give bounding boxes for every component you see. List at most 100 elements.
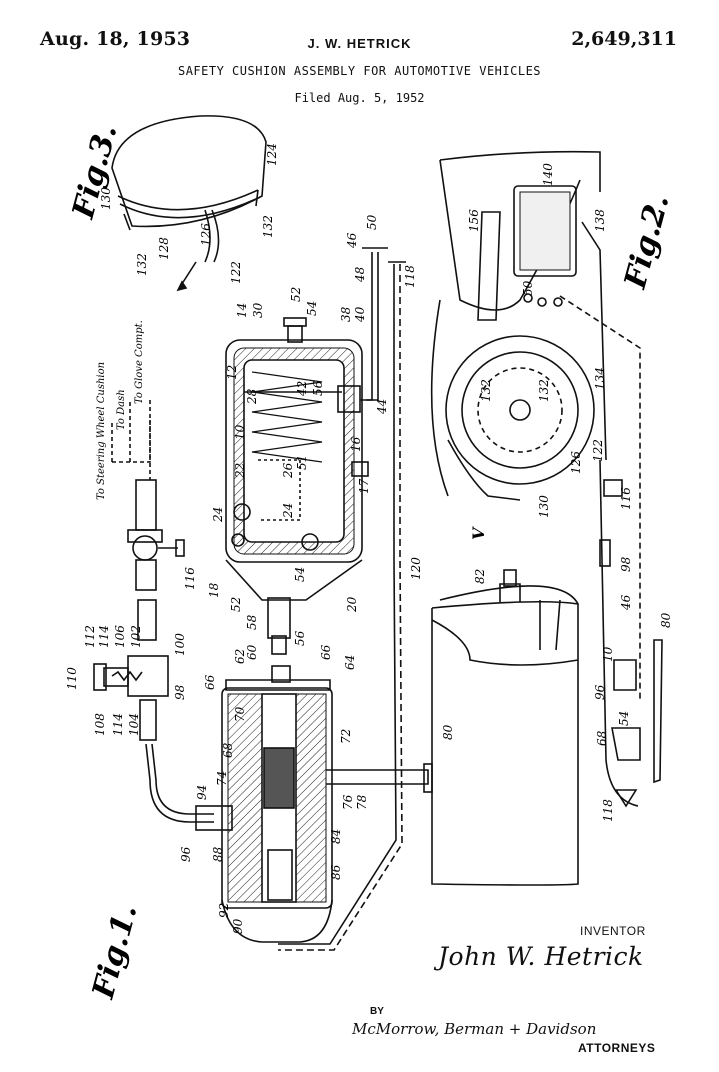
ref-128: 128 — [157, 237, 171, 260]
ref-78: 78 — [355, 794, 369, 810]
ref-10: 10 — [233, 424, 247, 440]
fig2-ref-V: V — [469, 526, 488, 540]
ref-38: 38 — [339, 306, 353, 322]
ref-18: 18 — [207, 582, 221, 598]
patent-date: Aug. 18, 1953 — [40, 28, 191, 50]
ref-88: 88 — [211, 846, 225, 862]
attorney-firm: McMorrow, Berman + Davidson — [352, 1020, 597, 1038]
fig2-ref-46: 46 — [619, 594, 633, 611]
ref-74: 74 — [215, 771, 229, 786]
fig2-ref-98: 98 — [619, 556, 633, 572]
gas-tank — [431, 569, 579, 886]
ref-58: 58 — [245, 614, 259, 630]
fig2-label: Fig.2. — [618, 191, 677, 293]
ref-14: 14 — [235, 303, 249, 318]
ref-66b: 66 — [319, 644, 333, 660]
ref-76: 76 — [341, 794, 355, 810]
ref-94: 94 — [195, 785, 209, 800]
ref-86: 86 — [329, 864, 343, 880]
ref-112: 112 — [83, 625, 97, 648]
ref-104: 104 — [127, 713, 141, 736]
fig1-label: Fig.1. — [86, 901, 145, 1003]
ref-52a: 52 — [289, 287, 303, 302]
ref-132b: 132 — [261, 215, 275, 238]
pump-cylinder — [221, 665, 333, 943]
ref-108: 108 — [93, 713, 107, 736]
ref-102: 102 — [129, 625, 143, 648]
ref-106: 106 — [113, 625, 127, 648]
ref-52b: 52 — [229, 597, 243, 612]
note-glove: To Glove Compt. — [134, 320, 145, 404]
ref-56b: 56 — [293, 630, 307, 646]
ref-24b: 24 — [281, 503, 295, 519]
by-label: BY — [370, 1006, 384, 1017]
ref-51: 51 — [295, 455, 309, 470]
ref-60: 60 — [245, 644, 259, 660]
fig2-ref-134: 134 — [593, 367, 607, 390]
ref-62: 62 — [233, 649, 247, 664]
ref-100: 100 — [173, 633, 187, 656]
ref-96: 96 — [179, 846, 193, 862]
ref-110: 110 — [65, 667, 79, 690]
fig2-ref-156: 156 — [467, 209, 481, 232]
ref-40: 40 — [353, 306, 367, 323]
ref-124: 124 — [265, 143, 279, 166]
fig2-ref-116: 116 — [619, 487, 633, 510]
ref-54a: 54 — [305, 301, 319, 316]
pipe-76-78 — [326, 763, 433, 793]
fig2-ref-80: 80 — [659, 612, 673, 628]
ref-68: 68 — [221, 742, 235, 758]
fig2-ref-138: 138 — [593, 209, 607, 232]
fig3-cushion-cup — [111, 115, 267, 292]
ref-24a: 24 — [211, 507, 225, 523]
ref-12: 12 — [225, 365, 239, 380]
fig2-ref-50: 50 — [521, 280, 535, 296]
ref-64: 64 — [343, 655, 357, 670]
ref-126: 126 — [199, 223, 213, 246]
fig2-ref-122: 122 — [591, 439, 605, 462]
ref-80a: 80 — [441, 724, 455, 740]
valve-assembly — [93, 479, 233, 831]
fig2-ref-96: 96 — [593, 684, 607, 700]
ref-116: 116 — [183, 567, 197, 590]
ref-72: 72 — [339, 729, 353, 744]
fig2-ref-132b: 132 — [537, 379, 551, 402]
filed-date: Filed Aug. 5, 1952 — [294, 91, 425, 105]
ref-46: 46 — [345, 232, 359, 249]
ref-90: 90 — [231, 918, 245, 934]
ref-56a: 56 — [311, 380, 325, 396]
ref-48: 48 — [353, 266, 367, 283]
reservoir-tank — [225, 317, 369, 655]
fig2-car-interior — [430, 150, 663, 808]
ref-42: 42 — [295, 381, 309, 397]
ref-92: 92 — [217, 903, 231, 918]
ref-44: 44 — [375, 399, 389, 415]
fig2-ref-140: 140 — [541, 163, 555, 186]
ref-118: 118 — [403, 265, 417, 288]
inventor-label: INVENTOR — [580, 924, 646, 938]
fig2-ref-68: 68 — [595, 730, 609, 746]
patent-number: 2,649,311 — [571, 28, 677, 50]
ref-130: 130 — [99, 187, 113, 210]
routing-lines — [111, 400, 151, 480]
route-notes: To Steering Wheel Cushion To Dash To Glo… — [96, 320, 145, 500]
ref-26: 26 — [281, 462, 295, 479]
reference-numerals: 10 12 14 16 17 18 20 22 24 24 26 28 30 3… — [65, 143, 673, 934]
ref-98: 98 — [173, 684, 187, 700]
ref-122: 122 — [229, 261, 243, 284]
ref-114b: 114 — [111, 713, 125, 736]
note-steering: To Steering Wheel Cushion — [96, 362, 107, 500]
ref-22: 22 — [233, 463, 247, 479]
fig2-ref-54: 54 — [617, 711, 631, 726]
ref-54b: 54 — [293, 567, 307, 582]
ref-17: 17 — [357, 478, 371, 494]
ref-114a: 114 — [97, 625, 111, 648]
fig2-ref-126: 126 — [569, 451, 583, 474]
ref-20: 20 — [345, 596, 359, 613]
ref-30: 30 — [251, 302, 265, 318]
ref-66a: 66 — [203, 674, 217, 690]
note-dash: To Dash — [116, 389, 127, 430]
fig3-label: Fig.3. — [66, 121, 125, 223]
inventor-header: J. W. HETRICK — [307, 36, 412, 51]
